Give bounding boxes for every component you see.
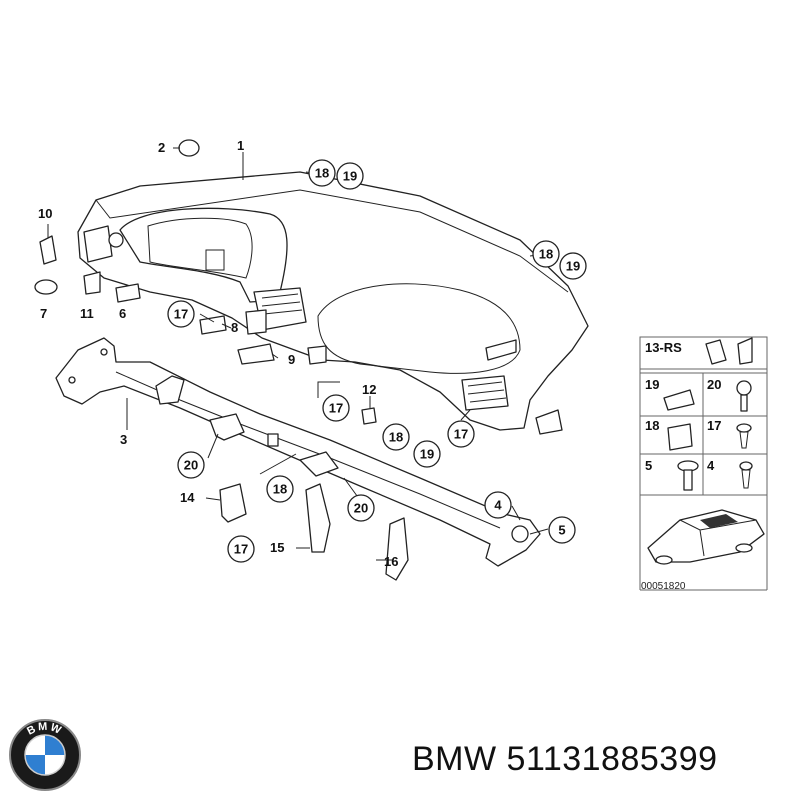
cap-part-2 <box>178 139 200 157</box>
svg-text:18: 18 <box>273 482 287 497</box>
circled-callout-19b: 19 <box>559 252 587 280</box>
callout-3: 3 <box>120 432 127 447</box>
panel-part-9 <box>237 343 275 365</box>
callout-15: 15 <box>270 540 284 555</box>
table-cell-19: 19 <box>645 377 659 392</box>
circled-callout-20b: 20 <box>347 494 375 522</box>
callout-1: 1 <box>237 138 244 153</box>
cross-member-beam <box>55 337 541 567</box>
leader-lines <box>47 147 549 561</box>
table-cell-17: 17 <box>707 418 721 433</box>
cover-part-7 <box>34 279 58 295</box>
circled-callout-4: 4 <box>484 491 512 519</box>
callout-8: 8 <box>231 320 238 335</box>
dashboard-panel <box>77 171 589 435</box>
part-number-label: BMW 51131885399 <box>412 740 718 778</box>
bracket-part-16 <box>385 517 409 581</box>
clip-part-12 <box>361 407 377 425</box>
callout-2: 2 <box>158 140 165 155</box>
callout-9: 9 <box>288 352 295 367</box>
bracket-part-10 <box>39 235 57 265</box>
circled-callout-18d: 18 <box>266 475 294 503</box>
circled-callout-17c: 17 <box>447 420 475 448</box>
svg-text:18: 18 <box>539 247 553 262</box>
clip-part-11 <box>83 271 101 295</box>
svg-text:17: 17 <box>329 401 343 416</box>
table-header-13-rs: 13-RS <box>645 340 682 355</box>
bmw-logo-letters: BMW <box>25 721 65 738</box>
switch-part-8 <box>199 315 227 335</box>
circled-callout-5: 5 <box>548 516 576 544</box>
table-cell-20: 20 <box>707 377 721 392</box>
svg-text:4: 4 <box>494 498 502 513</box>
circled-callout-20a: 20 <box>177 451 205 479</box>
circled-callout-17d: 17 <box>227 535 255 563</box>
callout-16: 16 <box>384 554 398 569</box>
callout-10: 10 <box>38 206 52 221</box>
svg-text:17: 17 <box>234 542 248 557</box>
table-cell-4: 4 <box>707 458 715 473</box>
car-location-thumbnail <box>647 509 765 565</box>
table-cell-18: 18 <box>645 418 659 433</box>
circled-callout-17a: 17 <box>167 300 195 328</box>
callout-11: 11 <box>80 306 94 321</box>
circled-callout-18c: 18 <box>382 423 410 451</box>
svg-text:19: 19 <box>343 169 357 184</box>
svg-text:18: 18 <box>315 166 329 181</box>
bmw-logo-icon: BMW <box>9 719 81 791</box>
circled-callout-18b: 18 <box>532 240 560 268</box>
circled-callout-19c: 19 <box>413 440 441 468</box>
parts-table: 13-RS 19 20 18 17 5 4 <box>639 336 768 591</box>
callout-12: 12 <box>362 382 376 397</box>
svg-text:19: 19 <box>420 447 434 462</box>
svg-text:17: 17 <box>454 427 468 442</box>
circled-callout-17b: 17 <box>322 394 350 422</box>
bracket-part-14 <box>219 483 247 523</box>
svg-text:5: 5 <box>558 523 565 538</box>
callout-6: 6 <box>119 306 126 321</box>
switch-part-6 <box>115 283 141 303</box>
svg-text:18: 18 <box>389 430 403 445</box>
bracket-part-15 <box>305 483 331 553</box>
svg-text:20: 20 <box>184 458 198 473</box>
table-cell-5: 5 <box>645 458 652 473</box>
diagram-code: 00051820 <box>641 581 686 592</box>
callout-14: 14 <box>180 490 195 505</box>
svg-text:17: 17 <box>174 307 188 322</box>
circled-callout-18a: 18 <box>308 159 336 187</box>
svg-text:20: 20 <box>354 501 368 516</box>
callout-7: 7 <box>40 306 47 321</box>
svg-text:19: 19 <box>566 259 580 274</box>
circled-callout-19a: 19 <box>336 162 364 190</box>
